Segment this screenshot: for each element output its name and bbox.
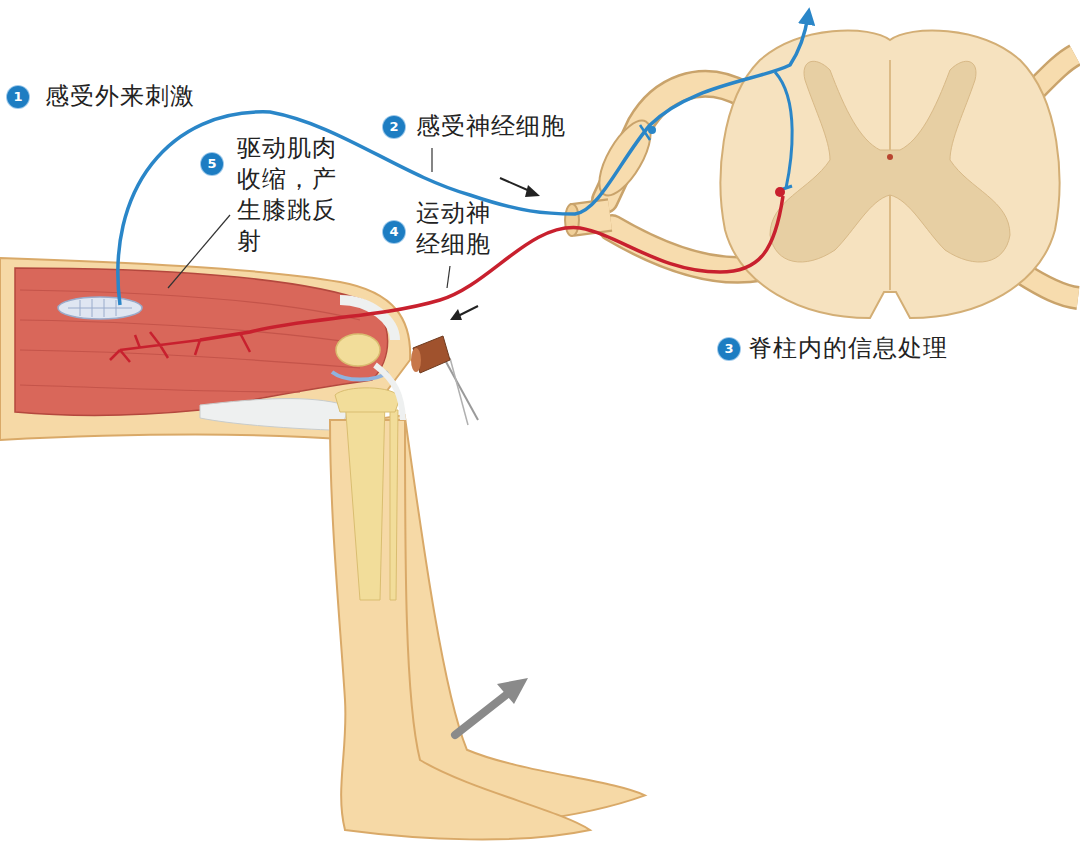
motion-arrow [455, 678, 528, 735]
muscle-spindle [58, 297, 142, 319]
callout: 4运动神经细胞 [416, 198, 496, 260]
callout-label: 感受神经细胞 [416, 111, 566, 142]
callout-label: 运动神经细胞 [416, 198, 496, 260]
callout-number: 1 [7, 86, 29, 108]
motor-neuron [110, 187, 785, 362]
callout-number: 3 [718, 338, 740, 360]
callout: 5驱动肌肉收缩，产生膝跳反射 [237, 133, 343, 257]
callout: 2感受神经细胞 [416, 111, 566, 142]
callout-label: 感受外来刺激 [45, 81, 195, 112]
callout-number: 2 [383, 116, 405, 138]
callout-number: 4 [383, 221, 405, 243]
callout: 3脊柱内的信息处理 [748, 333, 948, 364]
callout-number: 5 [201, 153, 223, 175]
sensory-neuron [118, 16, 808, 305]
spinal-cord [565, 30, 1078, 318]
reflex-hammer [411, 336, 478, 425]
callout-label: 脊柱内的信息处理 [748, 333, 948, 364]
callout: 1感受外来刺激 [45, 81, 195, 112]
lower-leg-kick [330, 389, 646, 841]
lower-leg [330, 334, 590, 839]
callout-label: 驱动肌肉收缩，产生膝跳反射 [237, 133, 343, 257]
